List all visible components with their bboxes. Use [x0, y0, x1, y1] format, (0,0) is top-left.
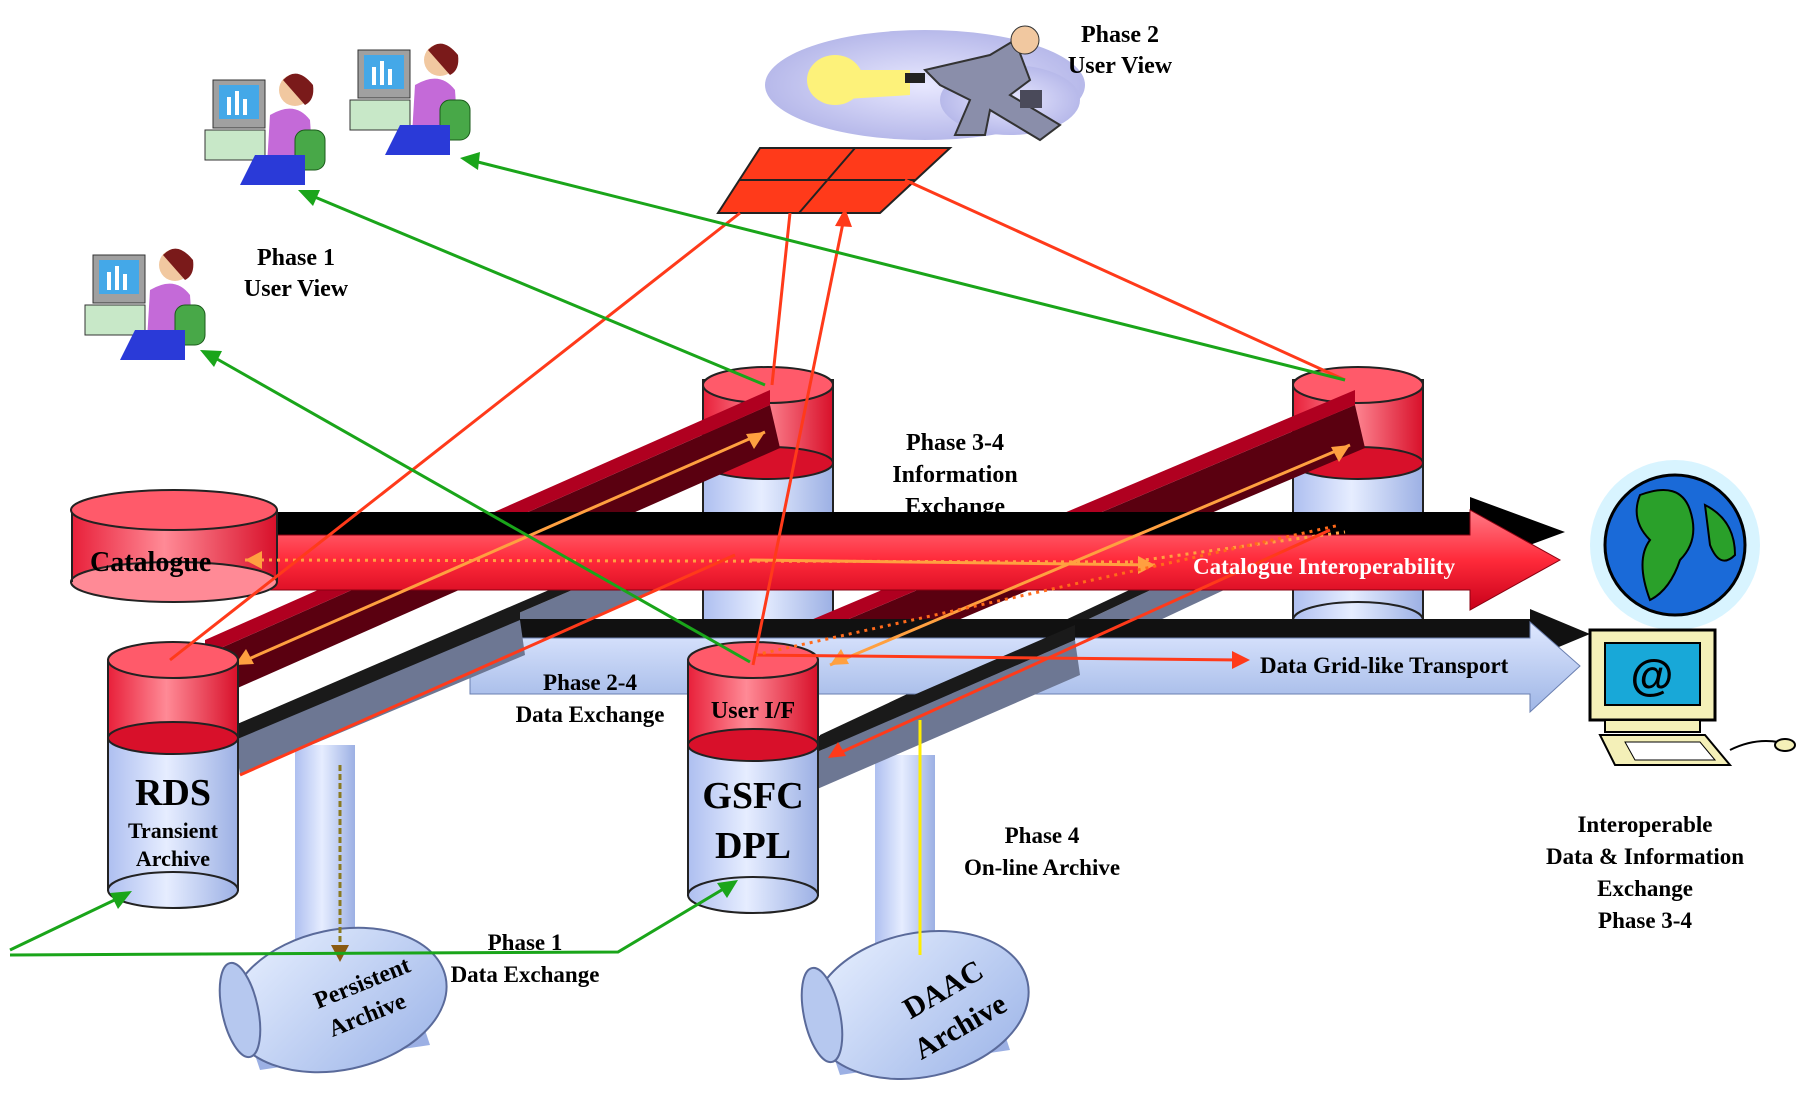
phase2-label-line1: Phase 2 — [1081, 22, 1159, 48]
phase4-line1: Phase 4 — [1005, 823, 1080, 848]
phase2-display-panel — [716, 147, 953, 214]
catalogue-label: Catalogue — [90, 547, 211, 578]
database-cylinder-icon — [1292, 366, 1424, 639]
interop-line4: Phase 3-4 — [1598, 908, 1692, 933]
phase24-line2: Data Exchange — [516, 702, 665, 727]
phase34-line1: Phase 3-4 — [906, 430, 1004, 456]
pillar-right — [875, 755, 935, 965]
data-grid-label: Data Grid-like Transport — [1260, 653, 1509, 678]
phase1-label-line1: Phase 1 — [257, 245, 335, 271]
user-at-computer-icon — [204, 73, 326, 185]
phase34-info-label: Phase 3-4 Information Exchange — [892, 430, 1017, 520]
user-if-label: User I/F — [711, 698, 795, 724]
dpl-label: DPL — [715, 825, 791, 867]
phase1-data-line2: Data Exchange — [451, 962, 600, 987]
phase2-user-view-label: Phase 2 User View — [1068, 22, 1173, 79]
phase1-label-line2: User View — [244, 276, 349, 302]
phase2-label-line2: User View — [1068, 53, 1173, 79]
svg-text:@: @ — [1631, 651, 1674, 700]
rds-sub-label-2: Archive — [136, 846, 210, 871]
red-data-flow-lines — [239, 523, 1341, 777]
interop-line3: Exchange — [1597, 876, 1693, 901]
data-conduit-front-left — [235, 605, 525, 775]
panel-links — [169, 178, 1346, 666]
tape-archive-icon: Persistent Archive — [218, 926, 448, 1074]
phase1-data-line1: Phase 1 — [488, 930, 563, 955]
phase24-line1: Phase 2-4 — [543, 670, 637, 695]
rds-label: RDS — [135, 772, 211, 814]
phase34-line2: Information — [892, 462, 1017, 488]
tape-archive-icon: DAAC Archive — [800, 929, 1030, 1081]
globe-icon — [1590, 460, 1760, 630]
gsfc-label: GSFC — [702, 775, 803, 817]
interop-line1: Interoperable — [1577, 812, 1712, 837]
rds-database: RDS Transient Archive — [107, 641, 239, 909]
interop-line2: Data & Information — [1546, 844, 1744, 869]
phase34-line3: Exchange — [905, 494, 1005, 520]
green-user-links — [9, 152, 1346, 957]
user-at-computer-icon — [84, 248, 206, 360]
rds-sub-label-1: Transient — [128, 818, 219, 843]
man-with-flashlight-icon — [765, 25, 1085, 142]
interoperable-label: Interoperable Data & Information Exchang… — [1546, 812, 1744, 933]
gsfc-dpl-database: User I/F GSFC DPL — [687, 641, 819, 914]
catalogue-interop-label: Catalogue Interoperability — [1193, 554, 1456, 579]
phase4-line2: On-line Archive — [964, 855, 1120, 880]
user-at-computer-icon — [349, 43, 471, 155]
phase24-data-label: Phase 2-4 Data Exchange — [516, 670, 665, 727]
phase1-user-view-label: Phase 1 User View — [244, 245, 349, 302]
catalogue-database: Catalogue — [70, 489, 278, 603]
email-computer-icon: @ — [1588, 628, 1796, 766]
phase4-online-label: Phase 4 On-line Archive — [964, 823, 1120, 880]
phase1-data-label: Phase 1 Data Exchange — [451, 930, 600, 987]
